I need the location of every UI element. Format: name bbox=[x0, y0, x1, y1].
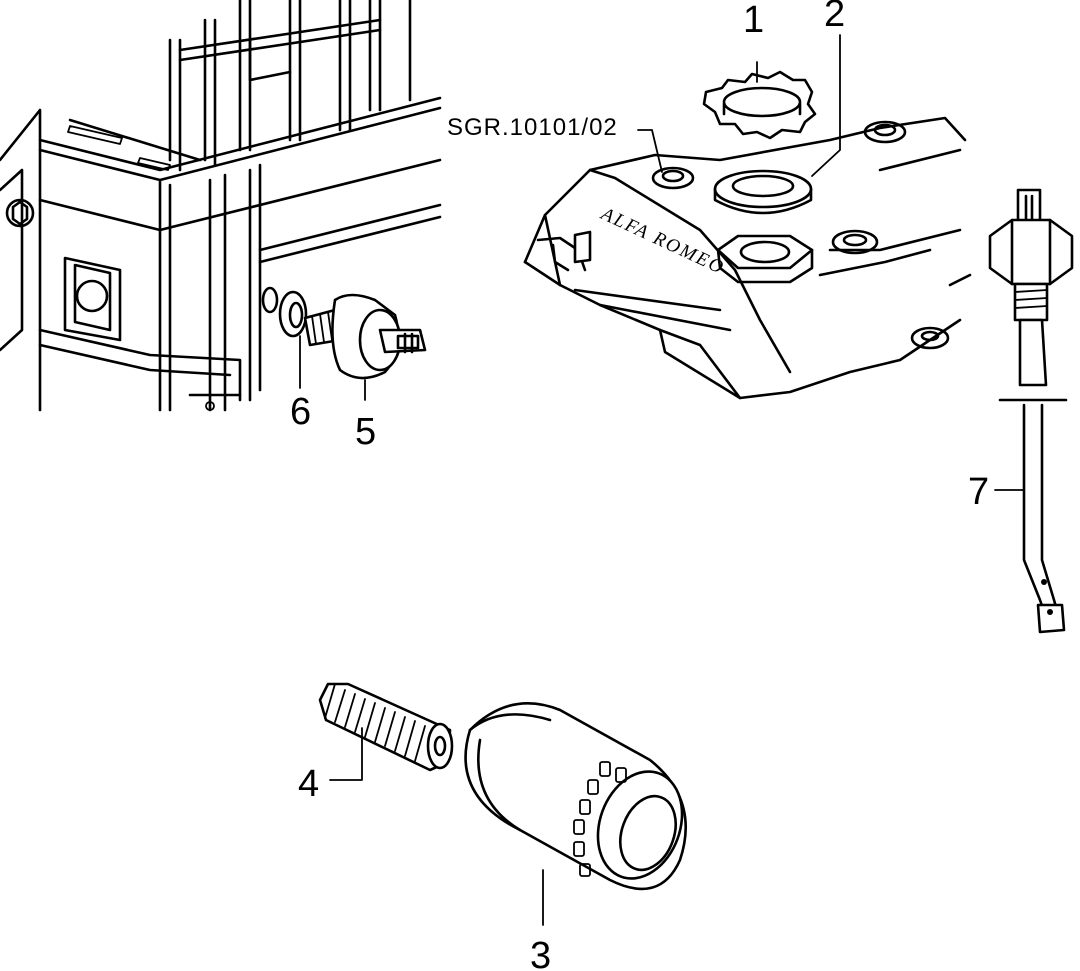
callout-2: 2 bbox=[824, 0, 845, 35]
callout-5: 5 bbox=[355, 411, 376, 453]
callout-1: 1 bbox=[743, 0, 764, 41]
oil-filler-cap bbox=[702, 70, 817, 140]
filter-stud bbox=[318, 682, 454, 772]
temperature-sender bbox=[988, 188, 1074, 634]
oil-filter bbox=[464, 702, 688, 891]
reference-code-group: SGR.10101/02 bbox=[447, 114, 663, 173]
callout-6: 6 bbox=[290, 391, 311, 433]
oil-pressure-switch bbox=[303, 293, 427, 380]
callout-4: 4 bbox=[298, 763, 319, 805]
callouts: 1 2 3 4 5 6 7 bbox=[290, 0, 989, 971]
camshaft-cover: ALFA ROMEO bbox=[523, 116, 972, 400]
leader-lines bbox=[299, 34, 1025, 926]
reference-code: SGR.10101/02 bbox=[447, 114, 618, 141]
leader-2 bbox=[811, 34, 841, 177]
sealing-washer bbox=[261, 286, 308, 338]
callout-7: 7 bbox=[968, 471, 989, 513]
leader-4 bbox=[329, 727, 363, 781]
filler-gasket bbox=[713, 169, 813, 215]
callout-3: 3 bbox=[530, 935, 551, 971]
engine-block bbox=[0, 0, 442, 412]
